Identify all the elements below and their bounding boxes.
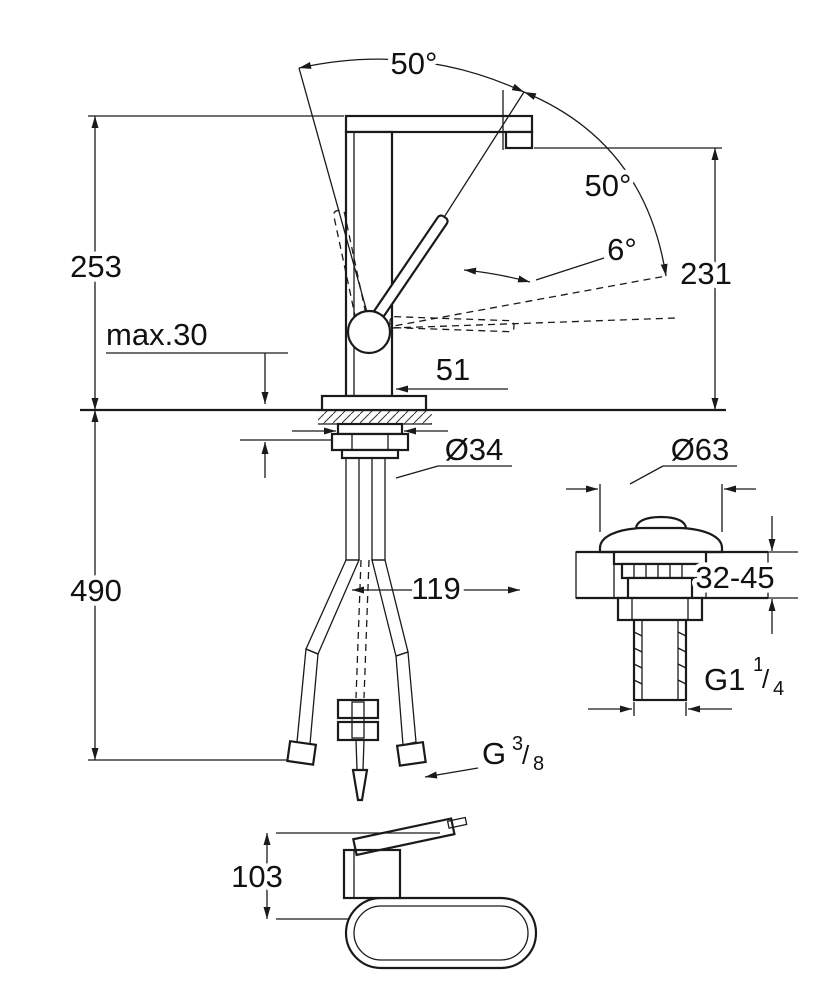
dia-63-leader <box>629 465 664 485</box>
counter-hatch <box>318 411 432 424</box>
base-plate <box>320 394 428 412</box>
dim-119-label: 119 <box>411 571 460 606</box>
thread-tick <box>677 663 687 669</box>
dim-51-label: 51 <box>436 352 470 387</box>
lever-angle-label: 50° <box>585 168 632 203</box>
thread-tick <box>677 647 687 653</box>
tilt-angle-leader <box>535 257 605 281</box>
mounting-nut <box>330 432 410 452</box>
lever-dashed-right <box>389 315 515 333</box>
lever-extent-line-upper <box>371 275 667 331</box>
hose-weight-lower <box>336 720 380 742</box>
thread-g114-slash: / <box>762 664 770 694</box>
supply-hoses <box>286 457 427 802</box>
supply-hose-right-lower <box>395 651 417 746</box>
mounting-lower-washer <box>340 448 400 460</box>
drain-cap <box>634 515 688 531</box>
lever-extent-line-lower <box>391 317 677 329</box>
dia-34-label: Ø34 <box>445 432 504 467</box>
thread-g38-numerator: 3 <box>512 733 523 755</box>
thread-g114-numerator: 1 <box>753 654 764 676</box>
faucet-bottom-view: 103 <box>227 816 538 970</box>
drain-flange <box>598 526 724 554</box>
supply-hose-left-lower <box>296 648 319 745</box>
dia-63-label: Ø63 <box>671 432 730 467</box>
supply-hose-left-diagonal <box>305 559 360 655</box>
base-escutcheon-inner <box>353 905 529 961</box>
swivel-arc <box>298 58 525 93</box>
bottom-view-body <box>342 848 402 900</box>
deck-section-left <box>575 551 615 599</box>
thread-tick <box>677 631 687 637</box>
pullout-hose-right-edge <box>363 559 370 699</box>
dimension-annotations: 253 490 231 max.30 51 Ø34 119 50° 50° 6°… <box>66 42 737 780</box>
max-thickness-label: max.30 <box>106 317 208 352</box>
dim-253-label: 253 <box>70 249 122 284</box>
drain-thread-shank <box>632 618 688 702</box>
mounting-assembly <box>330 422 410 460</box>
thread-tick <box>633 663 643 669</box>
pullout-hose-left-edge <box>355 559 362 699</box>
tilt-angle-label: 6° <box>607 232 637 267</box>
thread-g38-slash: / <box>522 740 530 770</box>
thread-g38-denominator: 8 <box>533 753 544 775</box>
mounting-washer <box>336 422 404 436</box>
dim-490-label: 490 <box>70 573 122 608</box>
thread-g114-denominator: 4 <box>773 678 784 700</box>
thread-g38-label: G <box>482 736 506 771</box>
thread-tick <box>633 647 643 653</box>
hose-end-line <box>355 739 358 771</box>
hose-weight-channel <box>351 701 365 739</box>
base-escutcheon <box>344 896 538 970</box>
aerator <box>504 130 534 150</box>
drain-body-lower <box>626 576 694 600</box>
hose-fitting-left <box>286 739 318 766</box>
supply-hose-left <box>345 457 360 561</box>
hose-fitting-right <box>395 740 427 767</box>
hose-tip <box>351 768 369 802</box>
faucet-main-view <box>80 58 726 425</box>
thread-g114-label: G1 <box>704 662 745 697</box>
bottom-view-lever <box>351 816 468 857</box>
thread-tick <box>633 679 643 685</box>
deck-range-label: 32-45 <box>695 560 774 595</box>
dim-103-label: 103 <box>231 859 283 894</box>
supply-hose-right <box>371 457 386 561</box>
drain-body-upper <box>612 550 708 566</box>
hose-end-line2 <box>362 739 365 771</box>
thread-tick <box>633 631 643 637</box>
thread-g38-leader <box>424 767 479 779</box>
lever-pivot <box>346 309 392 355</box>
drain-valve-view: Ø63 32-45 G1 <box>566 428 798 716</box>
faucet-body <box>344 130 394 398</box>
swivel-angle-label: 50° <box>391 46 438 81</box>
drain-locknut <box>616 596 704 622</box>
dim-231-label: 231 <box>680 256 732 291</box>
dia-34-leader <box>395 465 439 479</box>
tilt-angle-arc <box>463 267 531 283</box>
lever-swing-arc <box>523 91 668 277</box>
hose-weight-upper <box>336 698 380 720</box>
supply-hose-right-diagonal <box>371 559 409 657</box>
thread-tick <box>677 679 687 685</box>
